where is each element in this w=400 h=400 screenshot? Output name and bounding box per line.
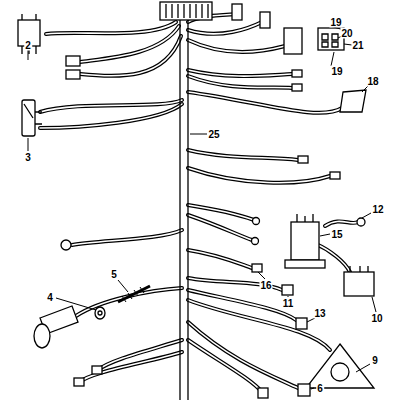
rocker-switch-3: [22, 100, 35, 136]
plug: [66, 70, 80, 79]
leader-line: [320, 234, 330, 236]
leader-line: [331, 52, 334, 66]
callout-number: 15: [330, 229, 343, 240]
leader-line: [56, 298, 96, 310]
horn-face: [331, 363, 349, 381]
terminal: [292, 70, 302, 77]
connector-11: [282, 285, 293, 295]
callout-number: 20: [340, 28, 353, 39]
callout-number: 16: [259, 280, 272, 291]
callout-number: 19: [330, 66, 343, 77]
leader-line: [190, 134, 207, 135]
terminal-16: [252, 264, 262, 272]
main-connector: [160, 2, 212, 20]
connector: [258, 388, 268, 398]
solenoid-base: [285, 260, 325, 268]
ring-terminal: [253, 218, 260, 225]
callout-number: 3: [24, 152, 32, 163]
plug: [66, 56, 80, 66]
plug-18: [340, 90, 366, 112]
switch-pins: [22, 14, 36, 54]
screw-5: [118, 286, 150, 302]
callout-number: 19: [329, 17, 342, 28]
callout-number: 10: [370, 313, 383, 324]
ring-terminal-12: [357, 218, 365, 226]
rocker-detail: [24, 104, 42, 124]
grommet: [95, 307, 105, 319]
connector-cavities: [322, 34, 338, 47]
leader-line: [362, 86, 368, 92]
ring-terminal: [252, 238, 259, 245]
lamp-socket-base: [34, 324, 50, 348]
connector: [232, 4, 242, 20]
connector-13: [296, 318, 307, 329]
connector-ridges: [166, 4, 208, 18]
callout-number: 13: [313, 308, 326, 319]
solenoid-posts: [297, 214, 313, 222]
ring-terminal: [61, 240, 71, 250]
callout-number: 6: [316, 383, 324, 394]
connector-6: [298, 384, 310, 396]
relay-10: [344, 272, 374, 296]
terminal: [330, 172, 340, 179]
connector-parts: [18, 2, 374, 398]
wires: [40, 14, 358, 392]
leader-line: [258, 272, 265, 279]
leader-line: [356, 364, 370, 372]
callout-number: 2: [24, 40, 32, 51]
leader-line: [372, 297, 376, 312]
terminal: [298, 156, 308, 163]
callout-number: 5: [110, 269, 118, 280]
solenoid-15: [291, 222, 319, 260]
terminal: [292, 84, 302, 91]
leader-line: [118, 280, 128, 292]
relay-pins: [350, 266, 368, 272]
callout-number: 21: [351, 40, 364, 51]
callout-number: 11: [282, 298, 295, 309]
leader-line: [307, 318, 315, 322]
callout-number: 18: [366, 76, 379, 87]
leader-lines: [28, 26, 376, 389]
main-trunk: [180, 20, 188, 400]
leader-line: [28, 50, 29, 60]
callout-number: 12: [371, 204, 384, 215]
connector: [260, 12, 270, 28]
callout-number: 4: [46, 292, 54, 303]
callout-number: 25: [207, 129, 220, 140]
callout-number: 9: [371, 355, 379, 366]
leader-line: [362, 213, 371, 218]
terminal: [74, 378, 84, 386]
leader-line: [311, 388, 314, 389]
connector: [284, 28, 302, 54]
horn-9: [306, 344, 374, 388]
terminal: [92, 366, 102, 374]
leader-line: [28, 138, 29, 151]
grommet-hole: [98, 311, 102, 315]
